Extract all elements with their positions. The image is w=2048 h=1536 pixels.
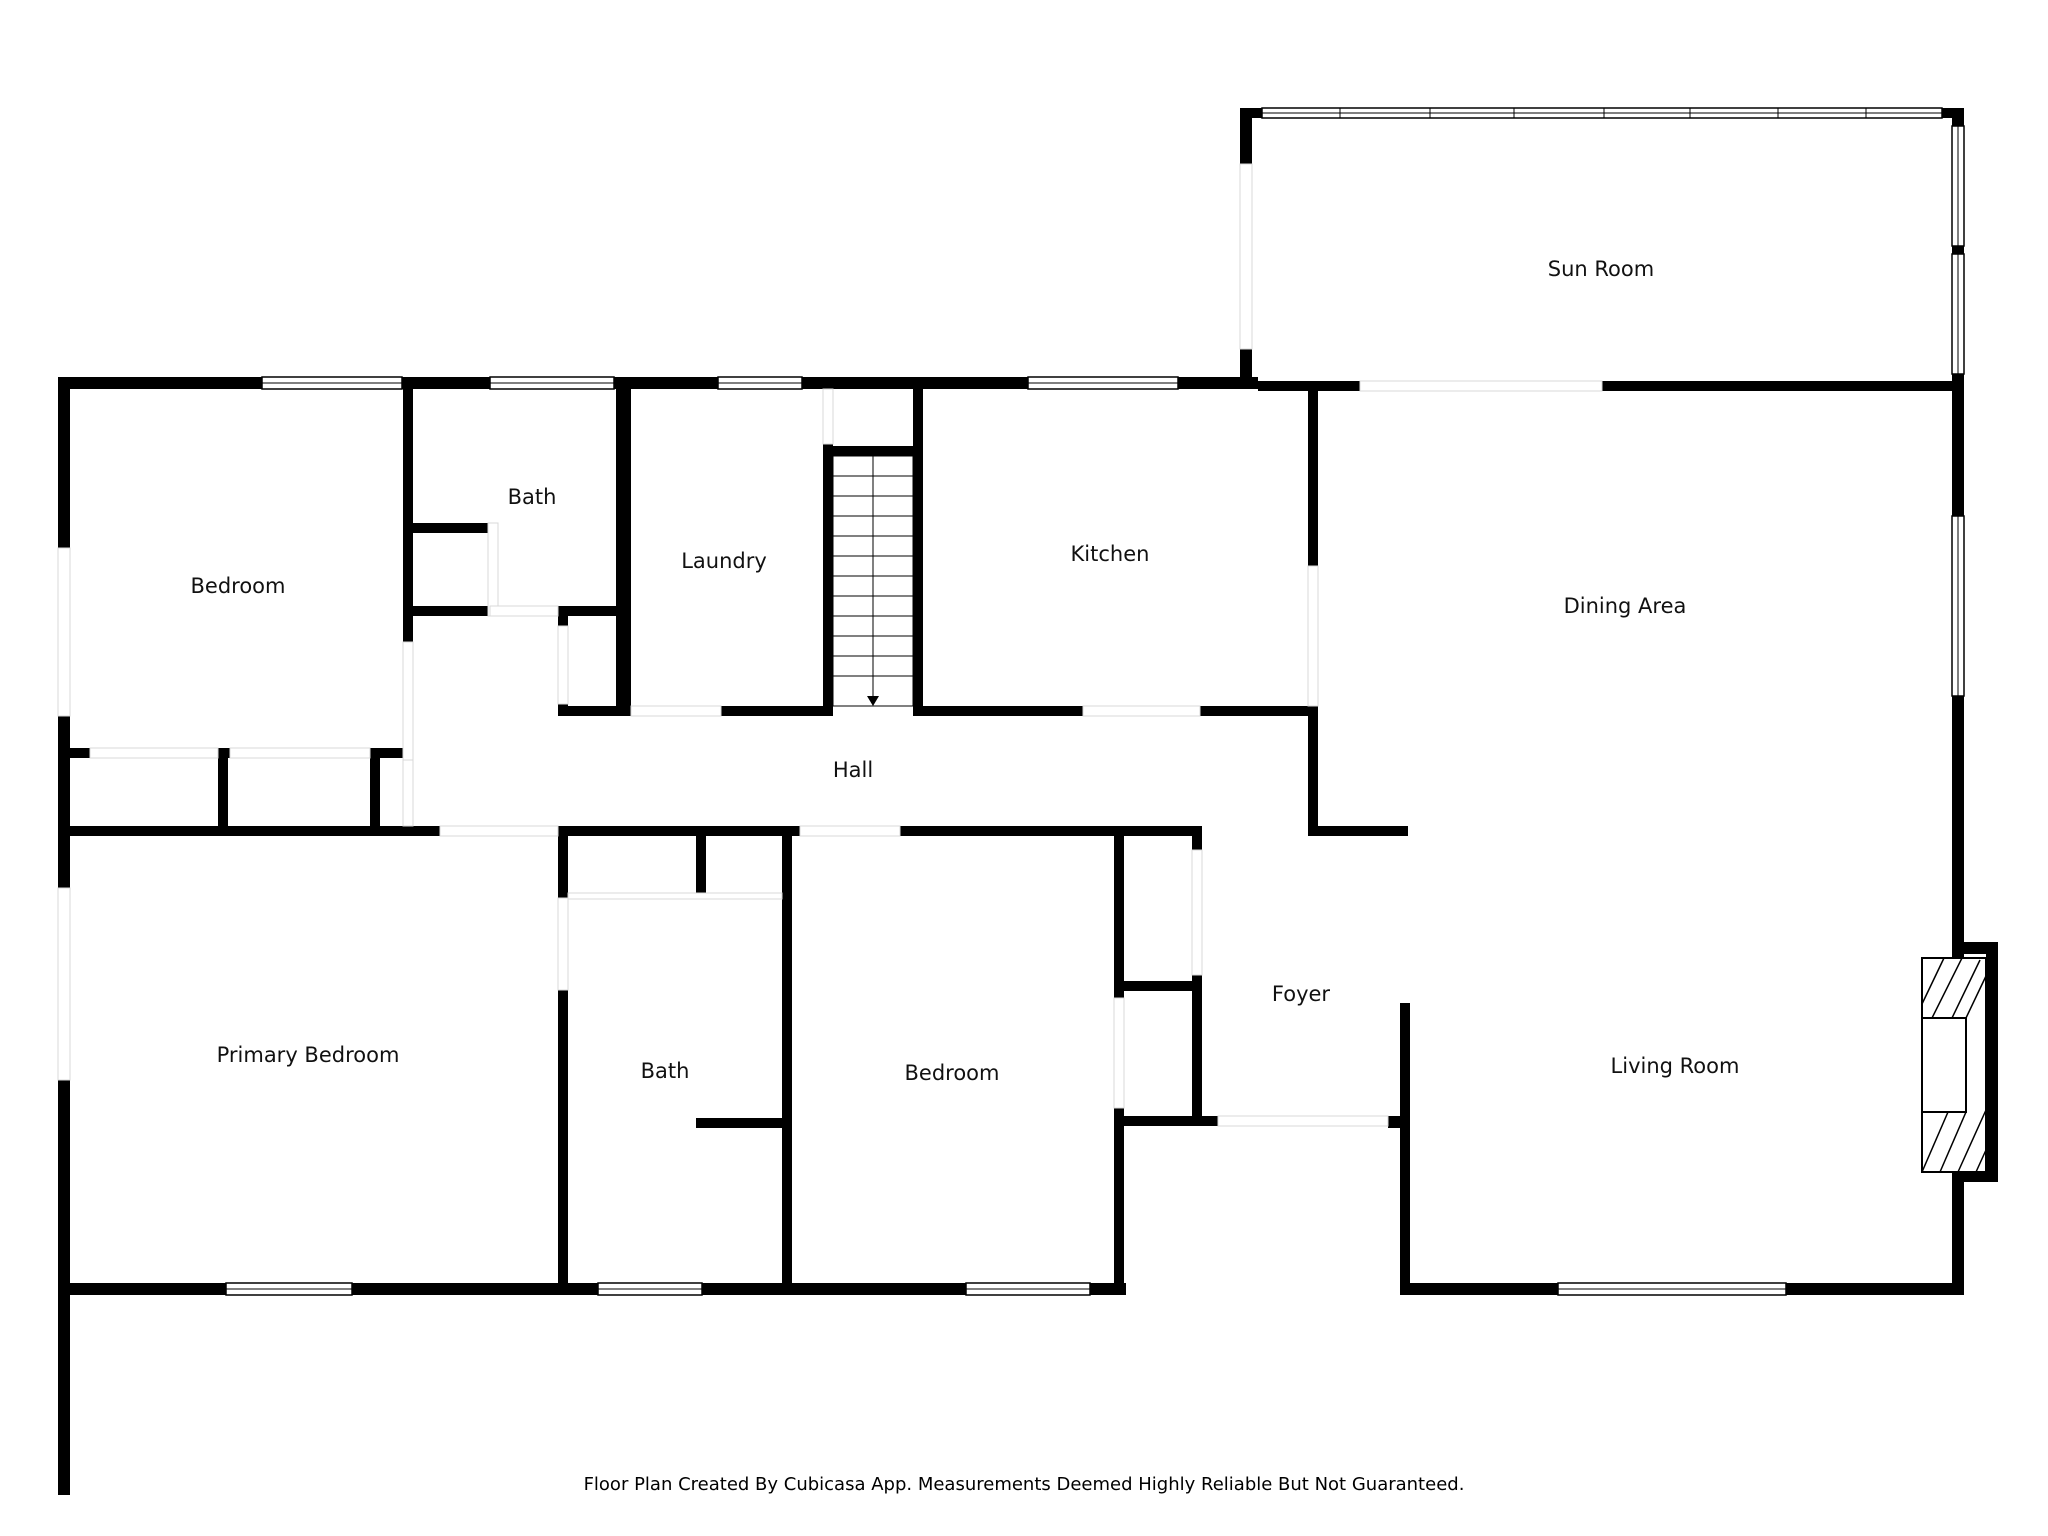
stair-arrow-icon (867, 696, 879, 706)
fireplace (1921, 957, 1987, 1173)
label-living-room: Living Room (1611, 1054, 1740, 1078)
staircase (832, 455, 914, 707)
label-dining-area: Dining Area (1564, 594, 1687, 618)
label-bath-north: Bath (508, 485, 557, 509)
label-sun-room: Sun Room (1548, 257, 1654, 281)
footer-disclaimer: Floor Plan Created By Cubicasa App. Meas… (583, 1474, 1465, 1495)
label-bedroom-south: Bedroom (905, 1061, 1000, 1085)
label-primary-bedroom: Primary Bedroom (217, 1043, 400, 1067)
label-foyer: Foyer (1272, 982, 1331, 1006)
room-labels: Sun Room Bedroom Bath Laundry Kitchen Di… (191, 257, 1740, 1085)
openings (57, 163, 1603, 1127)
label-kitchen: Kitchen (1071, 542, 1150, 566)
label-bath-south: Bath (641, 1059, 690, 1083)
label-bedroom-nw: Bedroom (191, 574, 286, 598)
label-laundry: Laundry (681, 549, 767, 573)
windows (225, 107, 1965, 1296)
label-hall: Hall (833, 758, 873, 782)
